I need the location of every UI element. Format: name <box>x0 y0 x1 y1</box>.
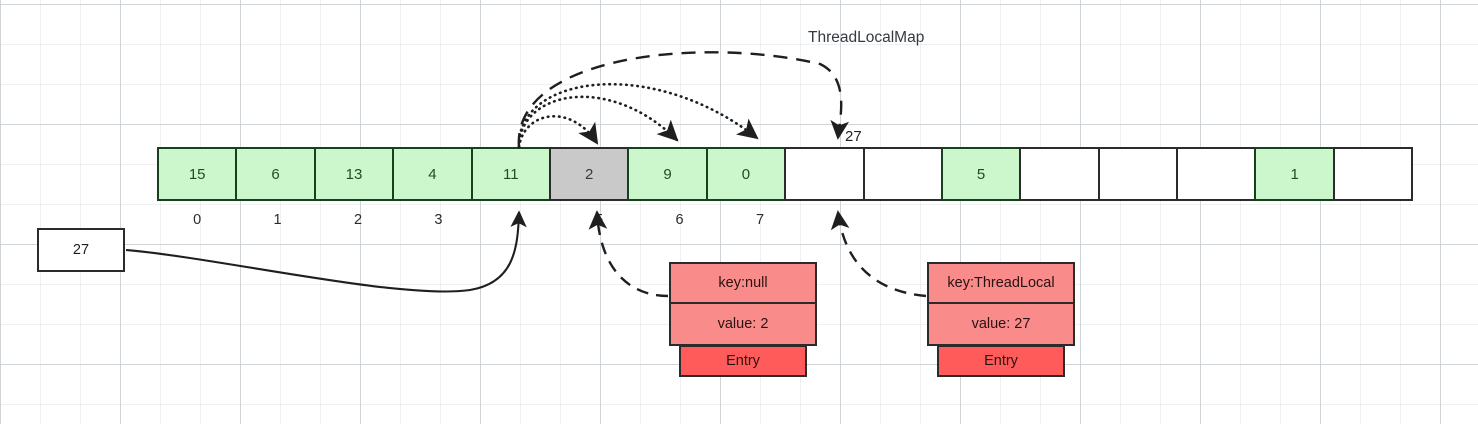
index-label-2: 2 <box>353 212 363 228</box>
index-label-5: 5 <box>595 212 604 228</box>
array-cell-0: 15 <box>157 147 238 201</box>
page-title: ThreadLocalMap <box>808 29 925 46</box>
array-cell-value: 1 <box>1290 165 1299 183</box>
index-label-7: 7 <box>755 212 765 228</box>
entry-key-text: key:ThreadLocal <box>947 275 1055 291</box>
index-label-6: 6 <box>675 212 684 228</box>
array-cell-2: 13 <box>313 147 395 201</box>
array-cell-value: 4 <box>428 165 437 183</box>
entry-box-right: key:ThreadLocal value: 27 Entry <box>927 262 1075 377</box>
array-cell-4: 11 <box>470 147 551 201</box>
array-cell-value: 5 <box>976 165 986 183</box>
array-cell-value: 15 <box>188 165 206 183</box>
connector-probe-slot4-to-slot6 <box>517 95 679 149</box>
array-cell-6: 9 <box>627 147 708 201</box>
entry-value-text: value: 2 <box>717 316 769 332</box>
array-cell-9 <box>862 147 943 201</box>
entry-type-tag: Entry <box>679 345 807 377</box>
entry-value-row: value: 2 <box>669 304 817 346</box>
array-cell-10: 5 <box>940 147 1022 201</box>
hash-table-array: 15 6 13 4 11 2 9 0 5 1 <box>157 147 1414 201</box>
connector-entry-right-to-slot8 <box>830 210 927 298</box>
index-label-3: 3 <box>434 212 443 228</box>
array-cell-1: 6 <box>235 147 316 201</box>
connector-probe-slot4-to-slot5 <box>517 115 599 149</box>
connector-probe-slot4-to-slot8 <box>517 51 850 148</box>
array-cell-3: 4 <box>392 147 473 201</box>
index-label-0: 0 <box>193 212 202 228</box>
array-cell-value: 13 <box>345 165 363 183</box>
index-label-4: 4 <box>514 212 523 228</box>
hash-value-label: 27 <box>845 128 862 145</box>
entry-box-left: key:null value: 2 Entry <box>669 262 817 377</box>
array-cell-value: 0 <box>741 165 751 183</box>
array-cell-14: 1 <box>1254 147 1335 201</box>
array-cell-8 <box>784 147 865 201</box>
array-cell-value: 11 <box>502 165 519 183</box>
array-cell-11 <box>1019 147 1100 201</box>
entry-value-text: value: 27 <box>971 316 1031 332</box>
connector-probe-slot4-to-slot7 <box>517 83 759 149</box>
entry-key-row: key:ThreadLocal <box>927 262 1075 304</box>
entry-type-text: Entry <box>726 353 760 369</box>
array-cell-15 <box>1332 147 1414 201</box>
entry-value-row: value: 27 <box>927 304 1075 346</box>
array-cell-value: 2 <box>584 165 594 183</box>
array-cell-5: 2 <box>548 147 630 201</box>
source-value-box: 27 <box>37 228 125 272</box>
entry-type-text: Entry <box>984 353 1018 369</box>
entry-type-tag: Entry <box>937 345 1065 377</box>
array-cell-12 <box>1097 147 1179 201</box>
index-label-1: 1 <box>273 212 282 228</box>
array-cell-13 <box>1176 147 1257 201</box>
entry-key-text: key:null <box>718 275 768 291</box>
array-cell-value: 9 <box>663 165 672 183</box>
entry-key-row: key:null <box>669 262 817 304</box>
source-value-text: 27 <box>72 242 90 258</box>
array-cell-value: 6 <box>271 165 280 183</box>
array-cell-7: 0 <box>705 147 787 201</box>
